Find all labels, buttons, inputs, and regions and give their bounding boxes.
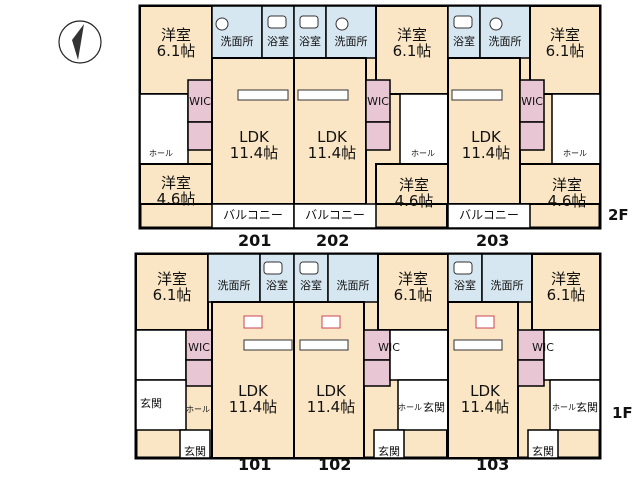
room-101-entrance-label: 玄関	[140, 397, 162, 410]
room-201-hall-label: ホール	[149, 149, 173, 158]
balcony-201-label: バルコニー	[214, 206, 292, 223]
room-201-wic-label: WIC	[189, 95, 211, 108]
room-101-bathroom-label: 浴室	[266, 279, 288, 292]
lower-floor	[134, 252, 602, 460]
room-203-wic-label: WIC	[521, 95, 543, 108]
room-102-wic-label: WIC	[378, 341, 400, 354]
room-102-bathroom-label: 浴室	[300, 279, 322, 292]
room-203-washroom-label: 洗面所	[488, 35, 522, 48]
room-202-hall-label: ホール	[411, 149, 435, 158]
unit-203-number: 203	[476, 231, 510, 250]
unit-103-number: 103	[476, 455, 510, 474]
balcony-203-label: バルコニー	[450, 206, 528, 223]
balcony-202-label: バルコニー	[296, 206, 374, 223]
room-102-washroom-label: 洗面所	[336, 279, 370, 292]
floor-2f-label: 2F	[608, 206, 629, 224]
unit-201-number: 201	[238, 231, 272, 250]
room-202-bathroom-label: 浴室	[299, 35, 321, 48]
room-103-entrance-lower-label: 玄関	[532, 445, 554, 458]
room-201-washroom-label: 洗面所	[220, 35, 254, 48]
room-202-washroom-label: 洗面所	[334, 35, 368, 48]
room-103-washroom-label: 洗面所	[490, 279, 524, 292]
room-103-wic-label: WIC	[532, 341, 554, 354]
unit-202-number: 202	[316, 231, 350, 250]
room-101-wic-label: WIC	[188, 341, 210, 354]
room-102-entrance-label: 玄関	[423, 401, 445, 414]
room-203-hall-label: ホール	[563, 149, 587, 158]
unit-102-number: 102	[318, 455, 352, 474]
room-103-entrance-label: 玄関	[576, 401, 598, 414]
room-103-hall-label: ホール	[552, 403, 576, 412]
room-102-hall-label: ホール	[398, 403, 422, 412]
floor-1f-label: 1F	[612, 404, 633, 422]
north-arrow-icon	[58, 20, 102, 64]
room-102-entrance-lower-label: 玄関	[378, 445, 400, 458]
room-201-bathroom-label: 浴室	[267, 35, 289, 48]
unit-101-number: 101	[238, 455, 272, 474]
room-202-wic-label: WIC	[367, 95, 389, 108]
room-101-washroom-label: 洗面所	[217, 279, 251, 292]
room-203-bathroom-label: 浴室	[453, 35, 475, 48]
room-101-entrance-lower-label: 玄関	[184, 445, 206, 458]
room-101-hall-label: ホール	[186, 405, 210, 414]
room-103-bathroom-label: 浴室	[454, 279, 476, 292]
